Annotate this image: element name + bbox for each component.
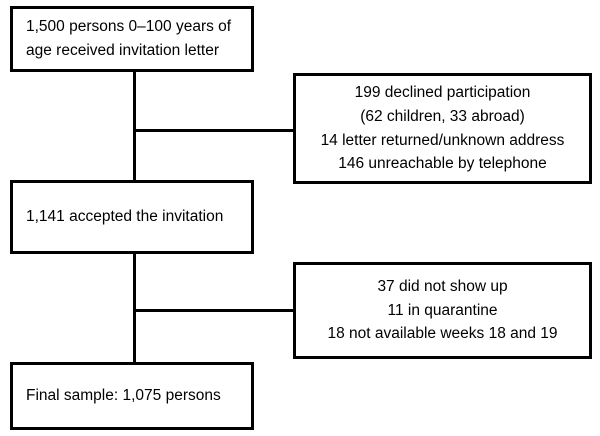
declined-box-line-1: 199 declined participation	[354, 84, 531, 102]
declined-box-line-3: 14 letter returned/unknown address	[320, 131, 565, 149]
accepted-box-line-1: 1,141 accepted the invitation	[26, 208, 224, 226]
declined-box-line-2: (62 children, 33 abroad)	[360, 107, 525, 125]
invited-box-line-1: 1,500 persons 0–100 years of	[26, 18, 232, 36]
not-attended-box-line-2: 11 in quarantine	[387, 301, 498, 319]
invited-box: 1,500 persons 0–100 years of age receive…	[10, 6, 254, 72]
not-attended-box: 37 did not show up 11 in quarantine 18 n…	[293, 262, 592, 359]
not-attended-box-line-3: 18 not available weeks 18 and 19	[327, 325, 558, 343]
final-sample-box-line-1: Final sample: 1,075 persons	[26, 387, 221, 405]
connector-branch-to-declined	[133, 129, 295, 132]
connector-branch-to-not-attended	[133, 309, 295, 312]
declined-box: 199 declined participation (62 children,…	[293, 73, 592, 184]
connector-invited-to-accepted	[133, 70, 136, 182]
invited-box-line-2: age received invitation letter	[26, 42, 220, 59]
accepted-box: 1,141 accepted the invitation	[10, 180, 254, 254]
not-attended-box-line-1: 37 did not show up	[377, 278, 508, 296]
declined-box-line-4: 146 unreachable by telephone	[338, 155, 547, 173]
connector-accepted-to-final	[133, 252, 136, 364]
final-sample-box: Final sample: 1,075 persons	[10, 362, 254, 430]
